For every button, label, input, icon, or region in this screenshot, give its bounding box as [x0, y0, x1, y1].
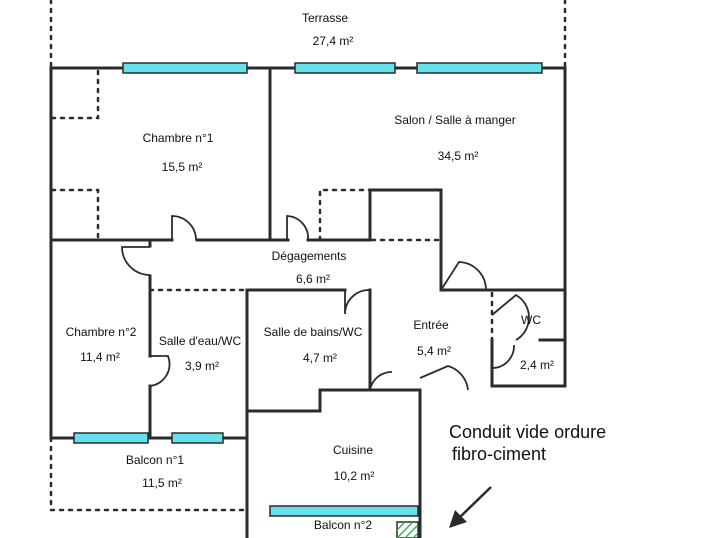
- wc-area: 2,4 m²: [520, 358, 554, 372]
- doors: [121, 215, 530, 391]
- chute-hatch: [396, 521, 419, 538]
- balcon1-area: 11,5 m²: [142, 476, 182, 490]
- door-wc: [491, 293, 530, 341]
- window-salon-right: [416, 62, 543, 74]
- walls: [49, 66, 567, 538]
- arrow-shaft: [458, 486, 492, 519]
- door-wc-inner: [491, 344, 515, 369]
- vide-ordure-chute: [396, 521, 419, 538]
- cuisine-name: Cuisine: [333, 443, 373, 457]
- terrasse-area: 27,4 m²: [313, 34, 354, 48]
- door-salle-bains: [344, 289, 371, 315]
- door-cuisine: [369, 368, 393, 391]
- chambre1-closet-bottom: [50, 188, 100, 242]
- salle-bains-name: Salle de bains/WC: [264, 325, 363, 339]
- windows: [73, 62, 543, 517]
- balcon2-name: Balcon n°2: [314, 518, 372, 532]
- window-chambre1: [122, 62, 248, 74]
- terrasse-name: Terrasse: [302, 11, 348, 25]
- room-labels: Terrasse 27,4 m² Chambre n°1 15,5 m² Sal…: [66, 11, 554, 532]
- degagements-area: 6,6 m²: [296, 272, 330, 286]
- door-entree: [440, 261, 487, 291]
- entree-area: 5,4 m²: [417, 344, 451, 358]
- chambre2-name: Chambre n°2: [66, 325, 137, 339]
- salle-eau-name: Salle d'eau/WC: [159, 334, 242, 348]
- door-chambre1: [171, 215, 197, 241]
- chambre2-area: 11,4 m²: [80, 350, 120, 364]
- salle-eau-area: 3,9 m²: [185, 359, 219, 373]
- degagements-name: Dégagements: [272, 249, 347, 263]
- dotted-outlines: [49, 0, 567, 512]
- door-chambre2: [121, 246, 151, 276]
- chambre1-name: Chambre n°1: [143, 131, 214, 145]
- window-cuisine: [269, 505, 419, 517]
- salon-closet: [318, 188, 372, 242]
- entree-name: Entrée: [413, 318, 449, 332]
- chambre1-closet-top: [50, 68, 100, 120]
- chambre1-area: 15,5 m²: [162, 160, 203, 174]
- door-salon: [286, 215, 309, 241]
- arrow-head: [449, 510, 467, 528]
- salle-bains-bottom-wall: [245, 388, 422, 413]
- entree-upper-wall: [368, 188, 567, 292]
- door-salle-eau: [149, 355, 171, 387]
- salle-bains-area: 4,7 m²: [303, 351, 337, 365]
- balcon1-outline: [49, 436, 249, 512]
- window-salon-left: [294, 62, 396, 74]
- annotation-line1: Conduit vide ordure: [449, 422, 606, 442]
- annotation-line2: fibro-ciment: [452, 444, 546, 464]
- door-main: [419, 365, 469, 391]
- cuisine-area: 10,2 m²: [334, 469, 375, 483]
- wc-name: WC: [521, 313, 541, 327]
- salon-name: Salon / Salle à manger: [394, 113, 515, 127]
- arrow-icon: [449, 486, 492, 528]
- window-salle-eau: [171, 432, 224, 444]
- balcon1-name: Balcon n°1: [126, 453, 184, 467]
- window-chambre2: [73, 432, 149, 444]
- salon-area: 34,5 m²: [438, 149, 479, 163]
- annotation: Conduit vide ordure fibro-ciment: [449, 422, 606, 464]
